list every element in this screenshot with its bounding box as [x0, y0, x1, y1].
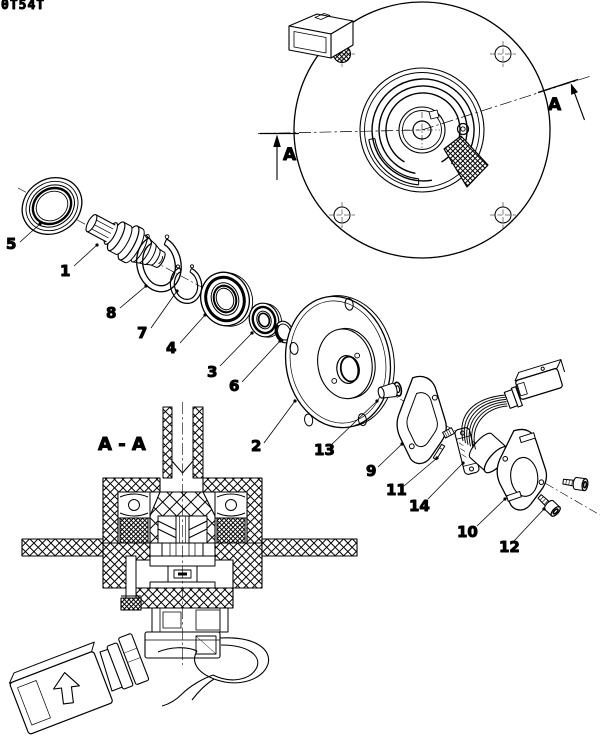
callout-labels: 5 1 8 7 4 3 6 2 13 9 11 14 10 12: [6, 235, 521, 557]
section-view-label: A - A: [98, 434, 146, 455]
callout-5: 5: [6, 235, 16, 253]
part-7: [169, 264, 203, 304]
leader-14: [427, 461, 465, 500]
part-5: [21, 177, 83, 235]
part-9: [396, 375, 447, 465]
exploded-view: 5 1 8 7 4 3 6 2 13 9 11 14 10 12: [6, 177, 601, 557]
bolt-section: [120, 555, 142, 611]
callout-6: 6: [229, 377, 239, 395]
section-view: A - A: [8, 402, 358, 735]
cable-connector: [514, 359, 566, 400]
callout-2: 2: [251, 437, 261, 455]
cut-label-left: A: [283, 145, 297, 165]
cut-marker-right: A: [537, 78, 586, 121]
part-1: [85, 214, 166, 268]
leader-12: [513, 507, 546, 542]
terminal-connector-block: [288, 13, 354, 59]
leader-2: [263, 399, 297, 444]
leader-11: [403, 456, 439, 487]
bolt-hole-bottom-right: [490, 202, 516, 228]
leader-8: [119, 284, 148, 309]
cut-marker-left: A: [260, 132, 299, 180]
callout-10: 10: [457, 523, 478, 541]
part-13: [377, 381, 403, 399]
front-view: A A: [257, 1, 592, 259]
flange-plate-right-section: [261, 538, 358, 557]
callout-12: 12: [499, 538, 520, 556]
part-4: [200, 271, 254, 327]
leader-7: [150, 289, 179, 329]
part-8: [136, 234, 182, 293]
callout-11: 11: [386, 481, 407, 499]
bolt-hole-bottom-left: [329, 202, 355, 228]
cut-label-right: A: [548, 95, 562, 115]
leader-10: [476, 497, 507, 527]
callout-1: 1: [60, 262, 70, 280]
bolt-hole-top-right: [490, 41, 516, 67]
cable-bundle: [461, 394, 508, 450]
leader-3: [219, 331, 254, 367]
drawing-code: 0T54T: [1, 0, 45, 13]
leader-6: [241, 339, 282, 383]
connector-section: [8, 633, 150, 735]
callout-9: 9: [366, 462, 376, 480]
part-12: [537, 494, 561, 517]
callout-7: 7: [137, 324, 147, 342]
brake-lever-wedge: [443, 135, 489, 188]
bearing-left-section: [117, 491, 151, 544]
cable-loops: [157, 637, 270, 707]
leaders: [19, 222, 546, 542]
socket-screw: [562, 476, 589, 492]
part-3: [248, 302, 282, 338]
part-2: [284, 295, 395, 429]
leader-5: [19, 222, 42, 243]
leader-9: [377, 442, 404, 468]
callout-14: 14: [409, 497, 430, 515]
callout-4: 4: [166, 339, 176, 357]
callout-13: 13: [314, 441, 335, 459]
callout-3: 3: [207, 363, 217, 381]
bearing-right-section: [214, 491, 248, 544]
part-10: [496, 428, 548, 511]
leader-4: [179, 313, 207, 344]
sensor-block-section: [144, 607, 229, 659]
shaft-section: [162, 406, 204, 479]
flange-plate-left-section: [21, 538, 104, 557]
callout-8: 8: [106, 304, 116, 322]
leader-13: [329, 399, 379, 447]
part-14: [442, 359, 566, 475]
section-cut-line: [257, 75, 592, 134]
part-11: [432, 443, 446, 461]
leader-1: [73, 243, 99, 267]
